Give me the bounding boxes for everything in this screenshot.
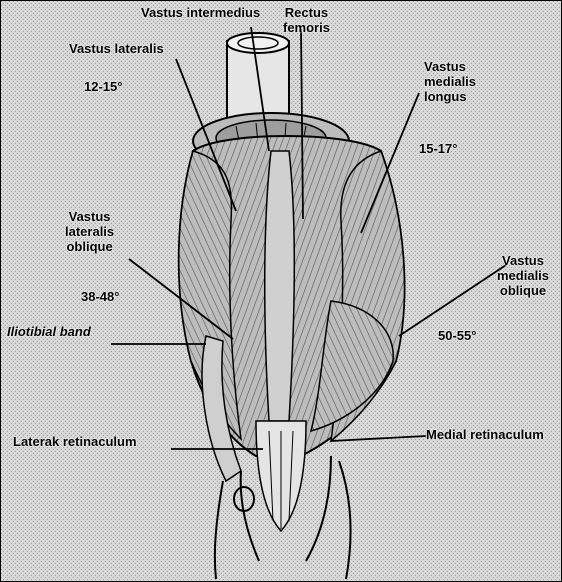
angle-vastus-medialis-oblique: 50-55° xyxy=(438,328,476,343)
label-vastus-medialis-oblique: Vastus medialis oblique xyxy=(497,253,549,298)
label-vastus-medialis-longus: Vastus medialis longus xyxy=(424,59,476,104)
label-vastus-lateralis-oblique: Vastus lateralis oblique xyxy=(65,209,114,254)
angle-vastus-lateralis: 12-15° xyxy=(84,79,122,94)
label-lateral-retinaculum: Laterak retinaculum xyxy=(13,434,137,449)
angle-vastus-lateralis-oblique: 38-48° xyxy=(81,289,119,304)
label-vastus-intermedius: Vastus intermedius xyxy=(141,5,260,20)
angle-vastus-medialis-longus: 15-17° xyxy=(419,141,457,156)
label-medial-retinaculum: Medial retinaculum xyxy=(426,427,544,442)
label-vastus-lateralis: Vastus lateralis xyxy=(69,41,164,56)
label-iliotibial-band: Iliotibial band xyxy=(7,324,91,339)
label-rectus-femoris: Rectus femoris xyxy=(283,5,330,35)
